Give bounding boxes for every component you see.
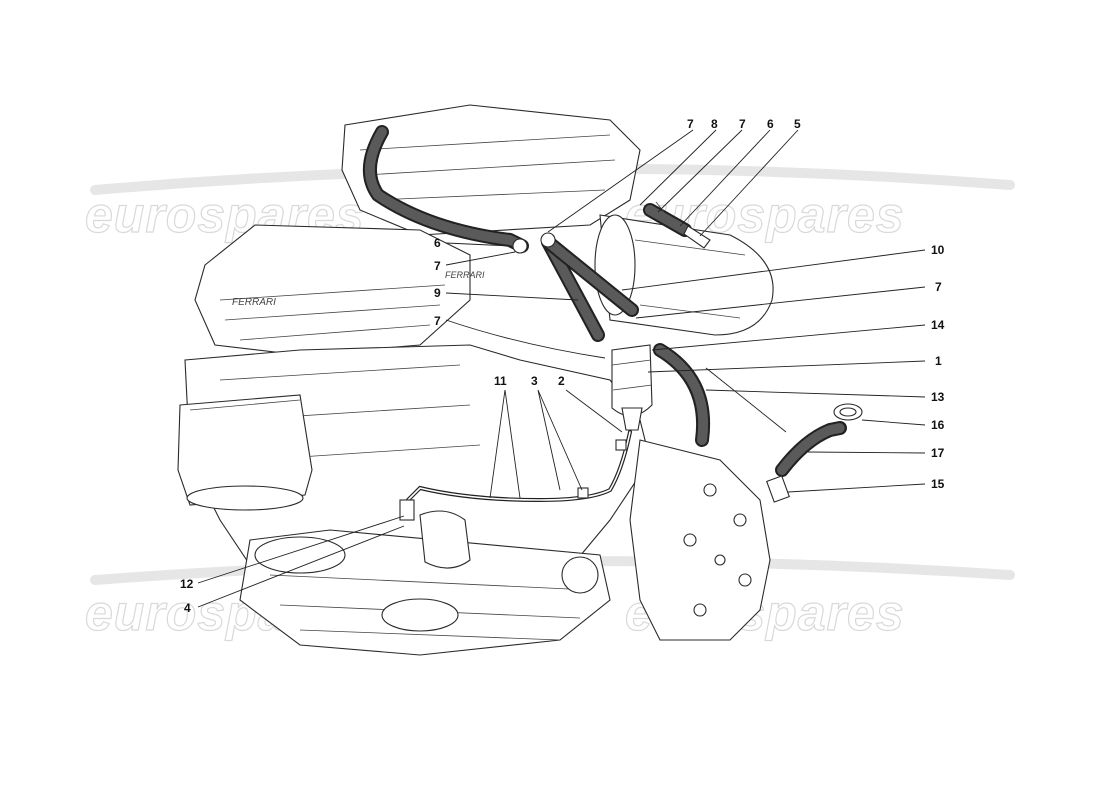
- hose-clamps: [655, 201, 863, 503]
- callout-14-right: 14: [931, 318, 945, 332]
- callout-8-top: 8: [711, 117, 718, 131]
- leader-lines: [197, 129, 926, 608]
- callout-7-left-b: 7: [434, 314, 441, 328]
- callout-13-right: 13: [931, 390, 945, 404]
- callout-7-left-a: 7: [434, 259, 441, 273]
- breather-hoses: [362, 125, 847, 477]
- callout-7-top-a: 7: [687, 117, 694, 131]
- callout-11-mid: 11: [494, 374, 507, 388]
- svg-text:FERRARI: FERRARI: [445, 270, 485, 280]
- callout-10-right: 10: [931, 243, 945, 257]
- drain-pipe: [399, 430, 632, 521]
- engine-block: FERRARI FERRARI: [177, 104, 774, 656]
- callout-6-top: 6: [767, 117, 774, 131]
- callout-5-top: 5: [794, 117, 801, 131]
- callout-3-mid: 3: [531, 374, 538, 388]
- callout-9-left: 9: [434, 286, 441, 300]
- svg-text:FERRARI: FERRARI: [232, 297, 276, 308]
- callout-17-right: 17: [931, 446, 945, 460]
- svg-text:eurospares: eurospares: [625, 187, 905, 243]
- callout-16-right: 16: [931, 418, 945, 432]
- callout-7-right: 7: [935, 280, 942, 294]
- callout-4-bottom: 4: [184, 601, 191, 615]
- callout-1-right: 1: [935, 354, 942, 368]
- callout-6-left: 6: [434, 236, 441, 250]
- callout-labels: 7 8 7 6 5 6 7 9 7 10 7 14 1 13 16 17 15 …: [180, 117, 945, 615]
- callout-2-mid: 2: [558, 374, 565, 388]
- svg-text:eurospares: eurospares: [85, 187, 365, 243]
- callout-7-top-b: 7: [739, 117, 746, 131]
- separator-canister: [512, 232, 653, 431]
- callout-15-right: 15: [931, 477, 945, 491]
- watermark-top: eurospares eurospares: [84, 163, 1015, 244]
- callout-12-bottom: 12: [180, 577, 194, 591]
